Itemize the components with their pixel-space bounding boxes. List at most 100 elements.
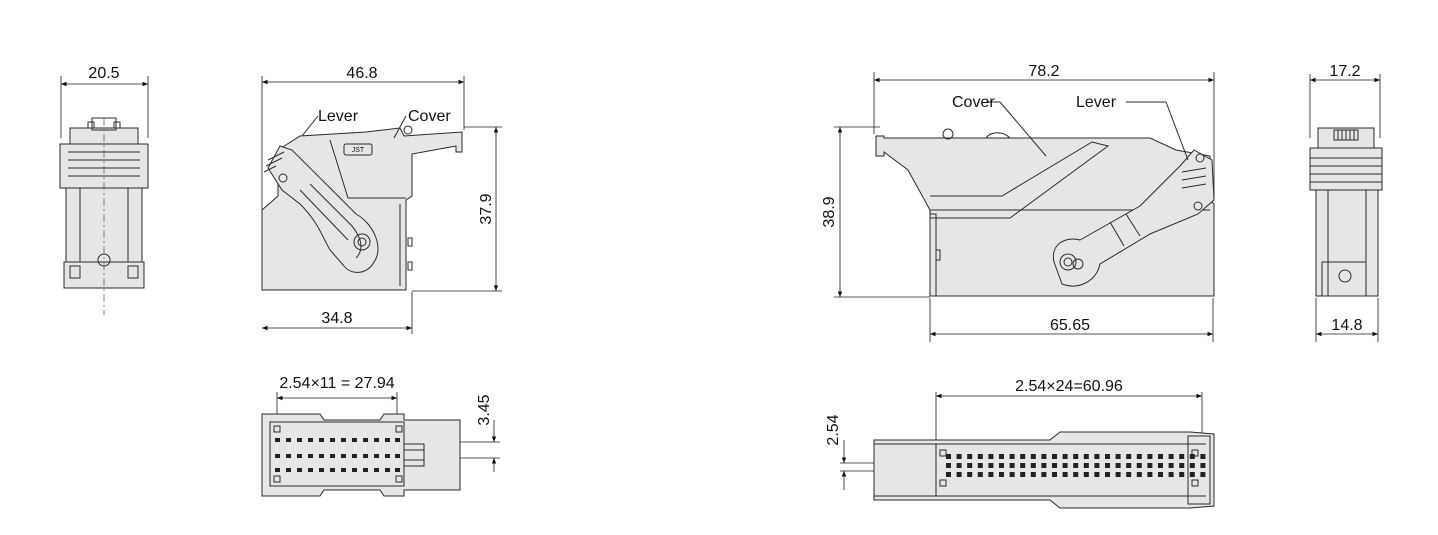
pin [1179, 463, 1185, 468]
pin [1020, 454, 1026, 459]
pin [988, 463, 994, 468]
lever-outline [267, 145, 379, 273]
pin [1168, 463, 1174, 468]
pin [1189, 472, 1195, 477]
pin [977, 463, 983, 468]
right-length-text: 78.2 [1028, 63, 1059, 80]
side-base-text: 34.8 [321, 310, 352, 327]
pin [967, 454, 973, 459]
pin [1094, 454, 1100, 459]
pin [1062, 454, 1068, 459]
pin [1168, 472, 1174, 477]
pin [1126, 472, 1132, 477]
right-lever-outline [1052, 149, 1215, 287]
left-bottom-view: 2.54×11 = 27.94 3.45 [261, 375, 500, 497]
pin [1105, 454, 1110, 459]
right-base-text: 65.65 [1050, 317, 1090, 334]
right-lever-label: Lever [1076, 94, 1117, 111]
pin [1083, 454, 1089, 459]
pin [1094, 463, 1100, 468]
jst-logo [343, 143, 373, 156]
pin [956, 472, 962, 477]
right-side-view: 78.2 38.9 65.65 Cover Lever [821, 63, 1215, 342]
pin [956, 454, 962, 459]
pin [1052, 454, 1057, 459]
pin [946, 472, 951, 477]
pin [1179, 454, 1185, 459]
right-pin-pitch-text: 2.54×24=60.96 [1015, 378, 1123, 395]
pin [999, 472, 1004, 477]
pin [1052, 463, 1057, 468]
right-height-text: 38.9 [821, 196, 838, 227]
pin [1147, 472, 1153, 477]
left-lever-label: Lever [318, 108, 359, 125]
pin [1189, 463, 1195, 468]
pin [1158, 463, 1163, 468]
pin [1115, 454, 1121, 459]
left-front-view: 20.5 [59, 65, 149, 315]
front-width-text: 20.5 [88, 65, 119, 82]
pin [1105, 463, 1110, 468]
side-height-text: 37.9 [478, 193, 495, 224]
pin [988, 472, 994, 477]
pin [1083, 472, 1089, 477]
pin [1126, 454, 1132, 459]
pin [1158, 472, 1163, 477]
left-side-view: 46.8 37.9 34.8 JST Lever Cover [261, 65, 502, 334]
pin [1126, 463, 1132, 468]
pin [967, 472, 973, 477]
pin [956, 463, 962, 468]
left-cover-label: Cover [408, 108, 451, 125]
pin [988, 454, 994, 459]
row-pitch-text: 3.45 [476, 394, 493, 425]
pin [1189, 454, 1195, 459]
pin [1041, 454, 1047, 459]
pin [1147, 463, 1153, 468]
right-bottom-view: 2.54×24=60.96 2.54 [825, 378, 1215, 509]
left-pin-array [275, 438, 400, 472]
pin [1200, 463, 1206, 468]
pin [1009, 472, 1015, 477]
pin [1115, 463, 1121, 468]
pin [999, 454, 1004, 459]
right-pin-array [946, 454, 1206, 477]
pin [1136, 472, 1142, 477]
side-length-text: 46.8 [346, 65, 377, 82]
pin [977, 454, 983, 459]
pin [1020, 472, 1026, 477]
right-end-view: 17.2 14.8 [1309, 63, 1383, 342]
pin [1115, 472, 1121, 477]
pin [1073, 454, 1079, 459]
pin [1030, 472, 1036, 477]
pin [1030, 454, 1036, 459]
pin [1009, 463, 1015, 468]
pin [1136, 454, 1142, 459]
pin [1062, 472, 1068, 477]
pin [946, 463, 951, 468]
right-row-pitch-text: 2.54 [825, 414, 842, 445]
pin [1073, 463, 1079, 468]
end-width-text: 17.2 [1329, 63, 1360, 80]
pin [1062, 463, 1068, 468]
pin [1200, 454, 1206, 459]
svg-text:JST: JST [352, 147, 365, 154]
pin-pitch-text: 2.54×11 = 27.94 [279, 375, 394, 392]
end-base-text: 14.8 [1331, 317, 1362, 334]
pin [1073, 472, 1079, 477]
pin [1094, 472, 1100, 477]
pin [1147, 454, 1153, 459]
pin [1200, 472, 1206, 477]
pin [1136, 463, 1142, 468]
pin [1020, 463, 1026, 468]
pin [1083, 463, 1089, 468]
pin [1105, 472, 1110, 477]
pin [1168, 454, 1174, 459]
pin [999, 463, 1004, 468]
pin [1052, 472, 1057, 477]
pin [1158, 454, 1163, 459]
pin [1179, 472, 1185, 477]
pin [946, 454, 951, 459]
pin [977, 472, 983, 477]
pin [1030, 463, 1036, 468]
